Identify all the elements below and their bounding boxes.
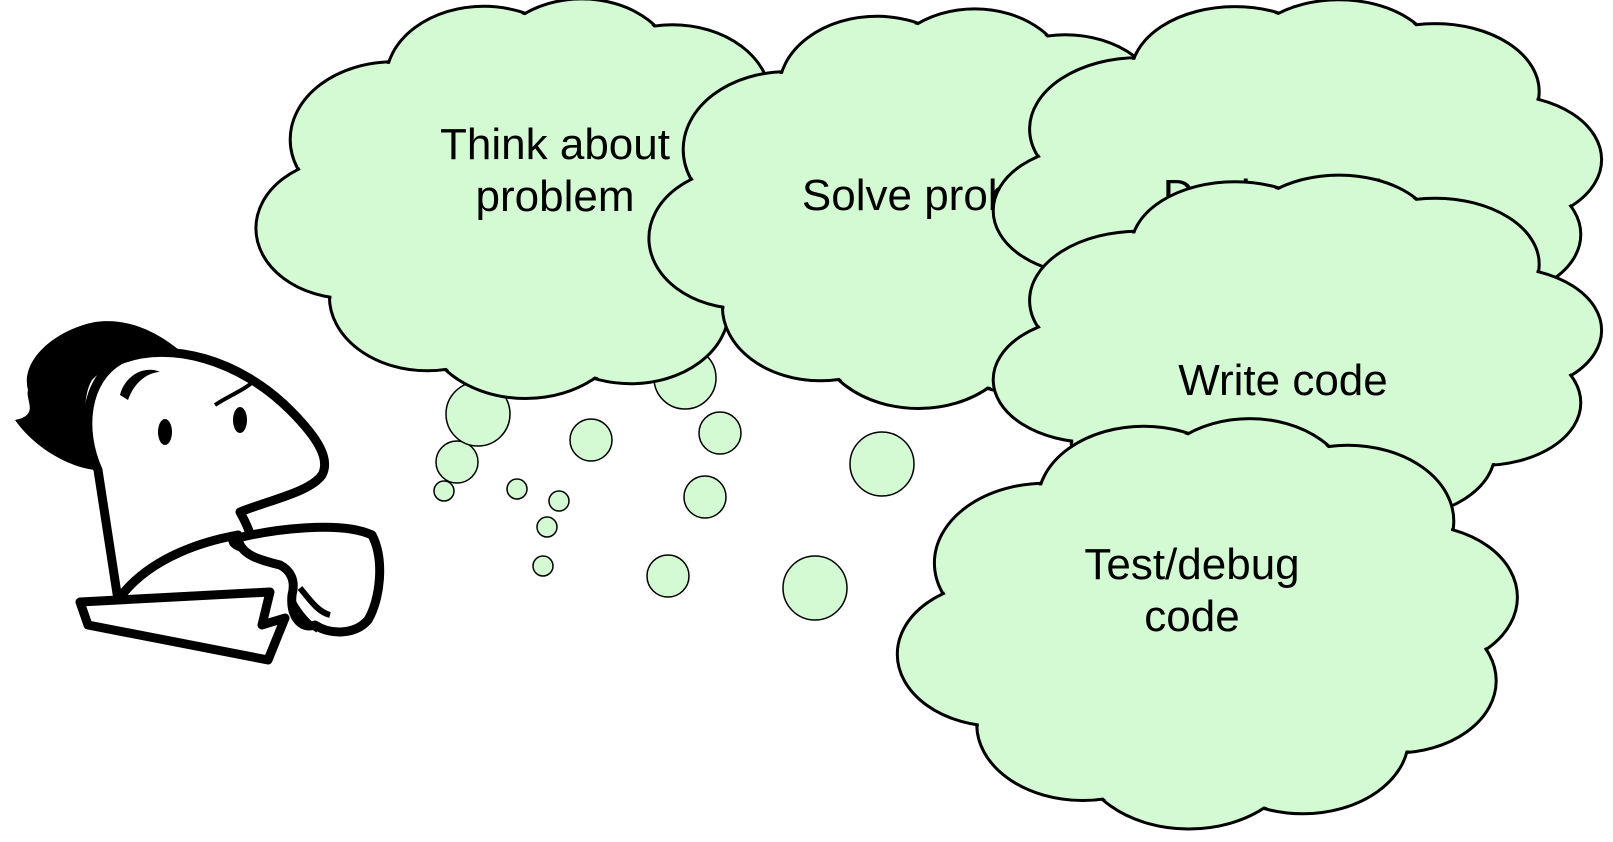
cloud-label-line: code <box>1144 592 1239 641</box>
bubble <box>506 478 528 500</box>
bubble <box>849 431 915 497</box>
bubble <box>433 480 455 502</box>
thought-bubbles <box>433 346 915 621</box>
bubble <box>532 555 554 577</box>
cloud-label-write: Write code <box>1178 356 1388 405</box>
bubble <box>569 418 613 462</box>
thinking-person-illustration <box>15 321 385 665</box>
bubble <box>683 475 727 519</box>
cloud-label-line: Solve probl <box>802 171 1022 220</box>
bubble <box>435 440 479 484</box>
cloud-label-line: problem <box>476 172 635 221</box>
bubble <box>698 411 742 455</box>
cloud-label-line: Think about <box>440 120 670 169</box>
bubble <box>548 490 570 512</box>
bubble <box>536 516 558 538</box>
cloud-label-solve: Solve probl <box>802 171 1022 220</box>
bubble <box>646 554 690 598</box>
cloud-label-line: Test/debug <box>1084 540 1299 589</box>
bubble <box>782 555 848 621</box>
cloud-label-line: Write code <box>1178 356 1388 405</box>
